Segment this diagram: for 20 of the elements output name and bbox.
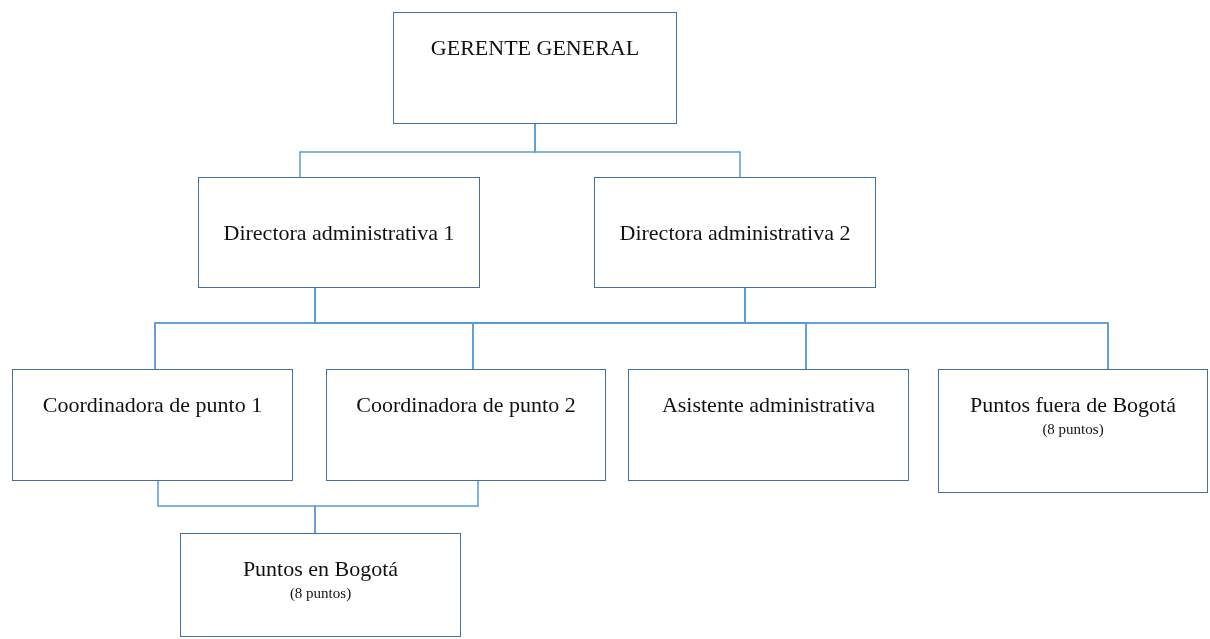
org-box: [180, 533, 461, 637]
role-title: Directora administrativa 1: [223, 219, 455, 247]
org-box: [12, 369, 293, 481]
role-title: GERENTE GENERAL: [430, 34, 640, 62]
org-box: [326, 369, 606, 481]
role-title: Coordinadora de punto 2: [356, 391, 576, 419]
org-box: [393, 12, 677, 124]
org-box: [628, 369, 909, 481]
role-note: (8 puntos): [1042, 420, 1104, 439]
role-note: (8 puntos): [289, 584, 352, 603]
connector-line: [314, 480, 479, 534]
role-title: Asistente administrativa: [661, 391, 876, 419]
role-title: Puntos fuera de Bogotá: [970, 391, 1176, 419]
role-title: Coordinadora de punto 1: [42, 391, 263, 419]
org-box: [938, 369, 1208, 493]
org-box: [198, 177, 480, 288]
role-title: Puntos en Bogotá: [242, 555, 399, 583]
connector-line: [534, 123, 741, 178]
role-title: Directora administrativa 2: [619, 219, 851, 247]
org-box: [594, 177, 876, 288]
